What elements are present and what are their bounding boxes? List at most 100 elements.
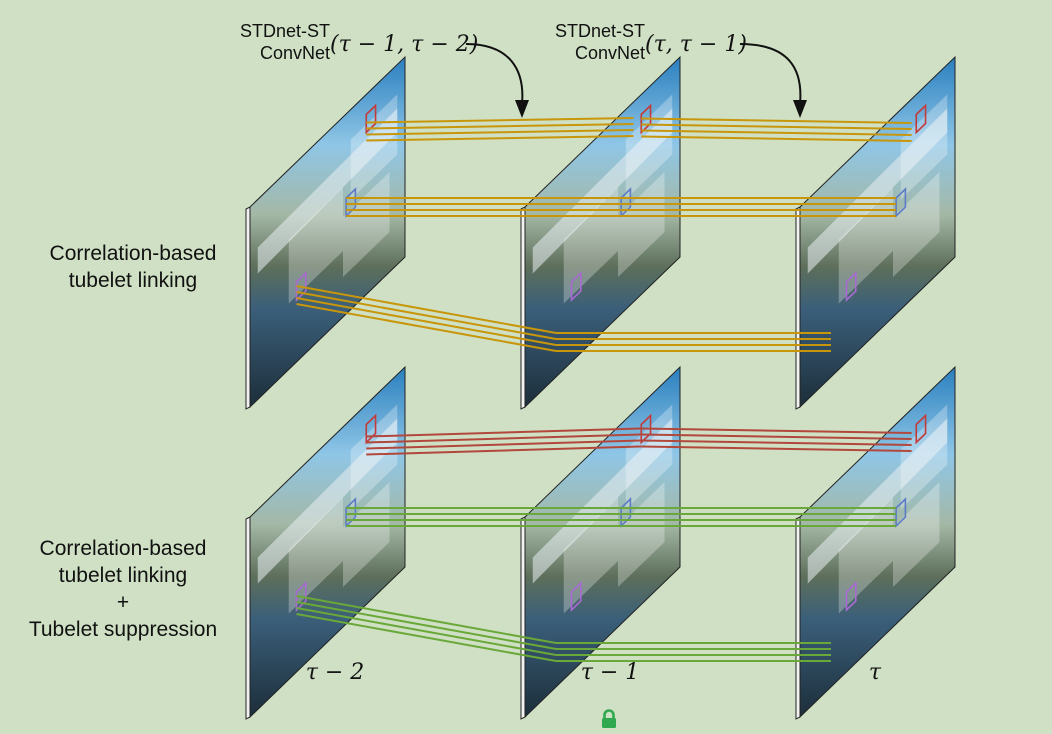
annotation-1-math: (τ − 1, τ − 2) xyxy=(330,32,479,57)
link-line xyxy=(296,285,557,334)
tubelet-link xyxy=(346,197,622,217)
link-line xyxy=(641,445,912,452)
link-line xyxy=(641,439,912,446)
link-line xyxy=(641,129,912,136)
video-frame xyxy=(245,55,406,410)
link-line xyxy=(641,117,912,124)
frame-edge xyxy=(795,516,801,720)
link-line xyxy=(296,607,557,656)
arrow-shaft xyxy=(739,43,802,105)
frame-edge xyxy=(245,206,251,410)
roi-patch xyxy=(625,94,673,200)
row-label-line: tubelet linking xyxy=(58,564,188,587)
cloud-band xyxy=(807,418,948,584)
annotation-1-line1: STDnet-ST xyxy=(239,21,330,41)
object-box xyxy=(915,103,927,135)
annotation-2-line1: STDnet-ST xyxy=(554,21,645,41)
roi-patch xyxy=(350,404,398,510)
tubelet-link xyxy=(621,507,897,527)
link-line xyxy=(296,595,557,644)
row-label-line: + xyxy=(116,591,130,614)
video-frame xyxy=(795,365,956,720)
link-line xyxy=(296,601,557,650)
row-label-linking-suppression: Correlation-based tubelet linking + Tube… xyxy=(3,535,243,643)
frame-edge xyxy=(245,516,251,720)
arrow-shaft xyxy=(465,43,524,105)
link-line xyxy=(366,135,634,142)
arrow-head xyxy=(515,100,529,118)
cloud-band xyxy=(257,108,398,274)
link-line xyxy=(296,303,557,352)
tubelet-link xyxy=(556,642,831,662)
object-box xyxy=(295,271,307,302)
row-label-line: Tubelet suppression xyxy=(28,618,218,641)
tubelet-link xyxy=(366,117,634,142)
annotation-2-line2: ConvNet xyxy=(574,43,645,63)
cloud-band xyxy=(532,418,673,584)
cloud-band xyxy=(532,108,673,274)
arrow-head xyxy=(793,100,807,118)
frame-edge xyxy=(520,516,526,720)
tubelet-link xyxy=(621,197,897,217)
tubelet-link xyxy=(366,427,642,456)
link-line xyxy=(641,433,912,440)
roi-patch xyxy=(893,172,940,277)
curved-arrow xyxy=(739,43,807,118)
tubelet-link xyxy=(296,285,557,352)
row-label-linking: Correlation-based tubelet linking xyxy=(13,240,253,294)
link-line xyxy=(366,117,634,124)
cloud-band xyxy=(807,108,948,274)
roi-patch xyxy=(288,187,343,304)
tubelet-link xyxy=(641,117,912,142)
object-box xyxy=(570,271,582,302)
link-line xyxy=(641,123,912,130)
frame-edge xyxy=(520,206,526,410)
link-line xyxy=(366,439,642,450)
link-line xyxy=(641,427,912,434)
roi-patch xyxy=(288,497,343,614)
video-frame xyxy=(795,55,956,410)
link-line xyxy=(296,297,557,346)
roi-patch xyxy=(900,404,948,510)
cloud-band xyxy=(257,418,398,584)
link-line xyxy=(366,123,634,130)
link-line xyxy=(296,291,557,340)
link-line xyxy=(296,613,557,662)
frame-label-tau-minus-1: τ − 1 xyxy=(580,660,640,685)
link-line xyxy=(366,445,642,456)
frames-layer xyxy=(245,55,956,720)
object-box xyxy=(845,581,857,612)
object-box xyxy=(365,103,377,135)
object-box xyxy=(915,413,927,445)
roi-patch xyxy=(900,94,948,200)
roi-patch xyxy=(350,94,398,200)
object-box xyxy=(845,271,857,302)
links-layer xyxy=(296,117,912,662)
video-frame xyxy=(520,55,681,410)
tubelet-link xyxy=(296,595,557,662)
object-box xyxy=(640,413,652,445)
roi-patch xyxy=(893,482,940,587)
frame-edge xyxy=(795,206,801,410)
frame-label-tau: τ xyxy=(868,660,882,685)
link-line xyxy=(366,427,642,438)
lock-icon xyxy=(600,709,618,729)
link-line xyxy=(641,135,912,142)
link-line xyxy=(366,433,642,444)
roi-patch xyxy=(625,404,673,510)
tubelet-link xyxy=(556,332,831,352)
curved-arrow xyxy=(465,43,529,118)
tubelet-link xyxy=(346,507,622,527)
annotation-2-text: STDnet-ST ConvNet xyxy=(533,20,645,64)
row-label-line: tubelet linking xyxy=(68,269,198,292)
object-box xyxy=(570,581,582,612)
frame-label-tau-minus-2: τ − 2 xyxy=(305,660,365,685)
row-label-line: Correlation-based xyxy=(39,537,207,560)
annotation-2-math: (τ, τ − 1) xyxy=(645,32,747,57)
arrows-layer xyxy=(465,43,807,118)
row-label-line: Correlation-based xyxy=(49,242,217,265)
video-frame xyxy=(520,365,681,720)
annotation-1-line2: ConvNet xyxy=(259,43,330,63)
link-line xyxy=(366,129,634,136)
